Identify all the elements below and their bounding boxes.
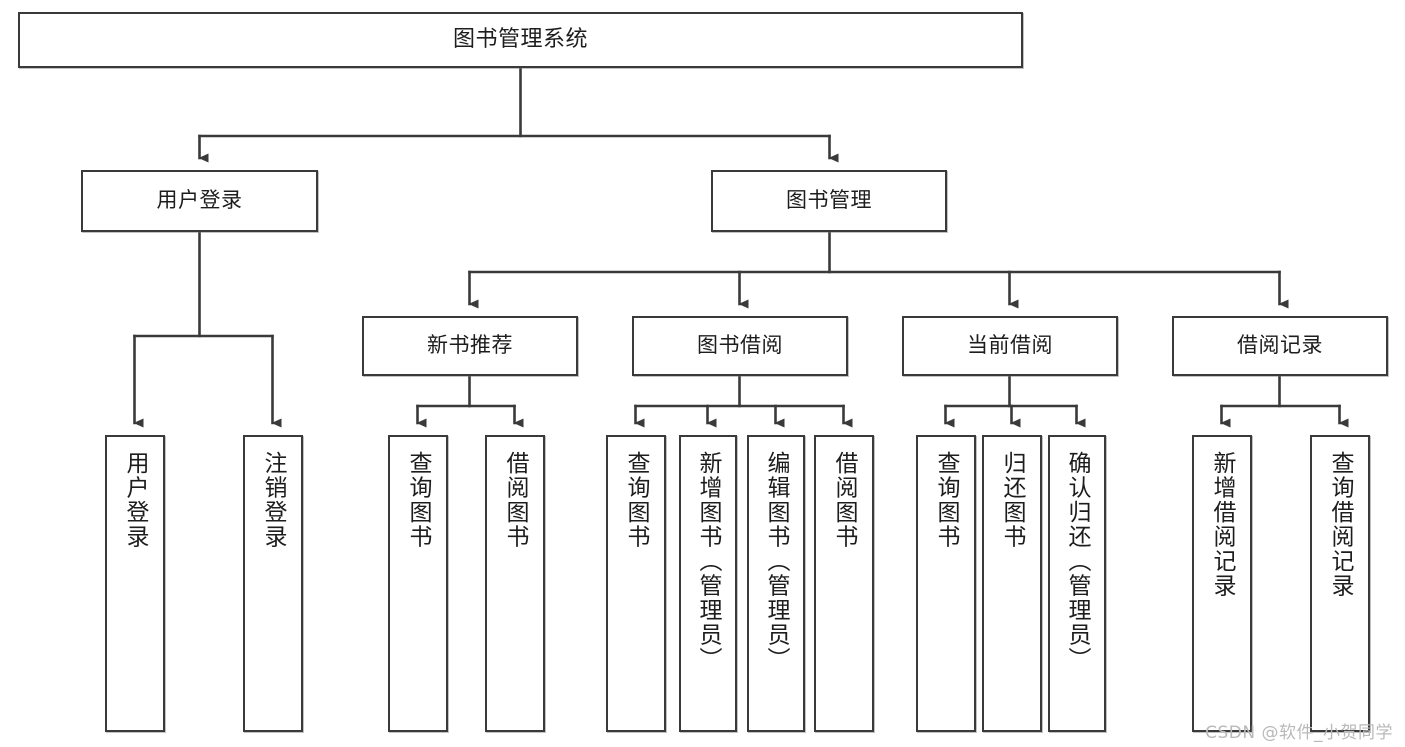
node-user-login[interactable]: 用户登录	[81, 170, 318, 232]
node-leaf-borrow-book-bor[interactable]: 借阅图书	[814, 435, 874, 732]
node-leaf-query-book-cur-label: 查询图书	[933, 451, 960, 549]
node-leaf-add-book[interactable]: 新增图书（管理员）	[679, 435, 737, 732]
node-book-borrow-label: 图书借阅	[697, 333, 783, 358]
node-leaf-edit-book-label: 编辑图书（管理员）	[763, 451, 790, 672]
node-leaf-query-book-bor-label: 查询图书	[623, 451, 650, 549]
node-leaf-query-record-label: 查询借阅记录	[1327, 451, 1354, 598]
node-leaf-return-book-label: 归还图书	[999, 451, 1026, 549]
node-borrow-record-label: 借阅记录	[1237, 333, 1323, 358]
node-leaf-logout[interactable]: 注销登录	[243, 435, 303, 732]
node-root-label: 图书管理系统	[452, 26, 588, 52]
node-new-book-rec[interactable]: 新书推荐	[362, 316, 578, 376]
node-leaf-add-book-label: 新增图书（管理员）	[695, 451, 722, 672]
node-leaf-return-book[interactable]: 归还图书	[982, 435, 1042, 732]
node-book-manage[interactable]: 图书管理	[711, 170, 947, 232]
node-leaf-confirm-return[interactable]: 确认归还（管理员）	[1048, 435, 1106, 732]
node-leaf-user-login-label: 用户登录	[122, 451, 149, 549]
node-leaf-borrow-book-bor-label: 借阅图书	[831, 451, 858, 549]
node-leaf-edit-book[interactable]: 编辑图书（管理员）	[747, 435, 805, 732]
node-leaf-borrow-book-rec-label: 借阅图书	[502, 451, 529, 549]
node-current-borrow-label: 当前借阅	[967, 333, 1053, 358]
node-leaf-add-record[interactable]: 新增借阅记录	[1192, 435, 1252, 732]
csdn-watermark: CSDN @软件_小贺同学	[1205, 723, 1393, 743]
node-leaf-query-book-rec[interactable]: 查询图书	[388, 435, 448, 732]
node-leaf-logout-label: 注销登录	[260, 451, 287, 549]
node-root[interactable]: 图书管理系统	[18, 12, 1023, 68]
node-user-login-label: 用户登录	[156, 188, 243, 213]
node-leaf-add-record-label: 新增借阅记录	[1209, 451, 1236, 598]
node-leaf-query-book-cur[interactable]: 查询图书	[916, 435, 976, 732]
node-current-borrow[interactable]: 当前借阅	[902, 316, 1118, 376]
node-leaf-borrow-book-rec[interactable]: 借阅图书	[485, 435, 545, 732]
node-book-borrow[interactable]: 图书借阅	[632, 316, 848, 376]
node-borrow-record[interactable]: 借阅记录	[1172, 316, 1388, 376]
node-new-book-rec-label: 新书推荐	[427, 333, 513, 358]
node-leaf-user-login[interactable]: 用户登录	[105, 435, 165, 732]
node-leaf-query-book-bor[interactable]: 查询图书	[606, 435, 666, 732]
node-book-manage-label: 图书管理	[786, 188, 872, 213]
node-leaf-confirm-return-label: 确认归还（管理员）	[1064, 451, 1091, 672]
node-leaf-query-record[interactable]: 查询借阅记录	[1310, 435, 1370, 732]
node-leaf-query-book-rec-label: 查询图书	[405, 451, 432, 549]
